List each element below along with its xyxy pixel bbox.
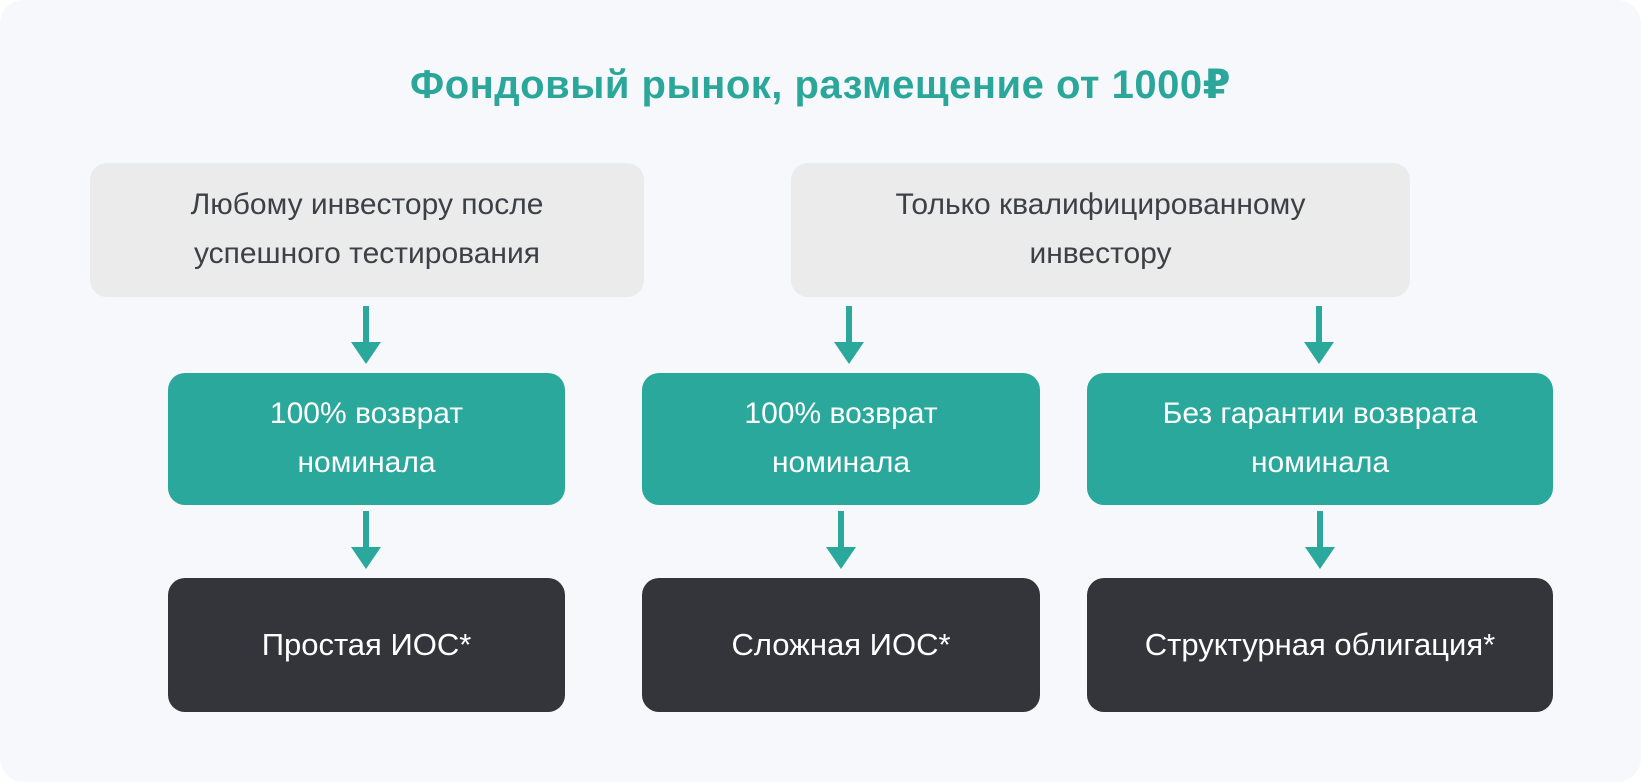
product-box-simple-ios: Простая ИОС* xyxy=(168,578,565,712)
arrow-down-icon xyxy=(1305,511,1335,569)
product-box-structured-bond-label: Структурная облигация* xyxy=(1144,626,1496,662)
audience-box-qualified-investor: Только квалифицированному инвестору xyxy=(791,163,1410,297)
audience-box-any-investor-label: Любому инвестору после успешного тестиро… xyxy=(190,188,544,270)
guarantee-box-full-return-2-label: 100% возврат номинала xyxy=(744,397,938,479)
product-box-structured-bond: Структурная облигация* xyxy=(1087,578,1553,712)
arrow-down-icon xyxy=(1304,306,1334,364)
arrow-down-icon xyxy=(351,306,381,364)
page-title: Фондовый рынок, размещение от 1000₽ xyxy=(410,63,1231,107)
audience-box-qualified-investor-label: Только квалифицированному инвестору xyxy=(895,188,1306,270)
arrow-down-icon xyxy=(834,306,864,364)
product-box-simple-ios-label: Простая ИОС* xyxy=(261,626,472,662)
guarantee-box-no-guarantee-label: Без гарантии возврата номинала xyxy=(1162,397,1478,479)
arrow-down-icon xyxy=(351,511,381,569)
arrow-down-icon xyxy=(826,511,856,569)
product-box-complex-ios: Сложная ИОС* xyxy=(642,578,1040,712)
product-box-complex-ios-label: Сложная ИОС* xyxy=(731,626,951,662)
guarantee-box-full-return-1-label: 100% возврат номинала xyxy=(269,397,464,479)
guarantee-box-no-guarantee: Без гарантии возврата номинала xyxy=(1087,373,1553,505)
guarantee-box-full-return-2: 100% возврат номинала xyxy=(642,373,1040,505)
guarantee-box-full-return-1: 100% возврат номинала xyxy=(168,373,565,505)
audience-box-any-investor: Любому инвестору после успешного тестиро… xyxy=(90,163,644,297)
